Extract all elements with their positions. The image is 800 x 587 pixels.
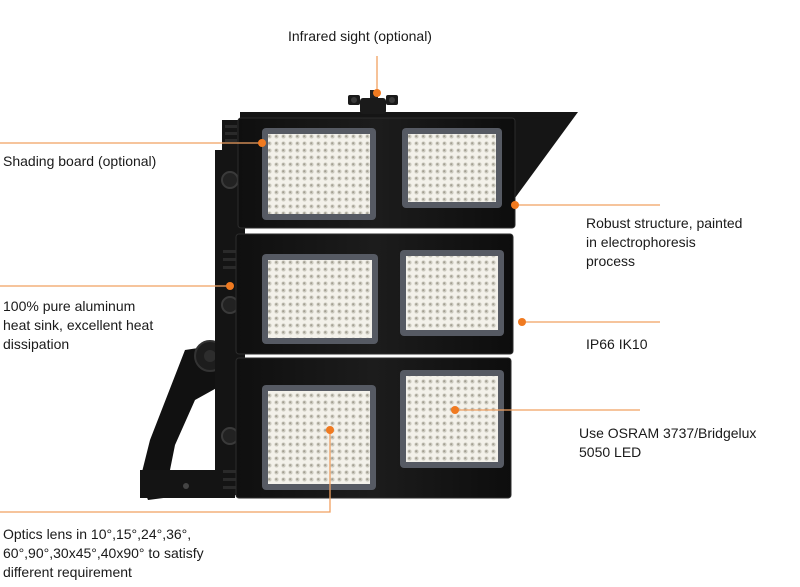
callout-line: 5050 LED [579,444,642,460]
led-panel-bottom-right [400,370,504,468]
callout-robust-structure: Robust structure, painted in electrophor… [586,214,742,271]
callout-line: in electrophoresis [586,234,696,250]
callout-markers [226,89,526,434]
leader-lines [0,56,660,513]
led-panel-middle-left [262,254,378,344]
callout-line: IP66 IK10 [586,336,648,352]
led-panel-bottom-left [262,385,376,490]
callout-infrared-sight: Infrared sight (optional) [288,27,432,46]
callout-line: Use OSRAM 3737/Bridgelux [579,425,757,441]
callout-line: Robust structure, painted [586,215,743,231]
marker-heatsink [226,282,234,290]
led-panel-top-right [402,128,502,208]
marker-infrared [373,89,381,97]
callout-shading-board: Shading board (optional) [3,152,156,171]
led-panel-middle-right [400,250,504,336]
marker-led [451,406,459,414]
callout-ip-rating: IP66 IK10 [586,335,648,354]
callout-line: heat sink, excellent heat [3,317,154,333]
marker-optics [326,426,334,434]
callout-line: different requirement [3,564,132,580]
marker-structure [511,201,519,209]
callout-line: 100% pure aluminum [3,298,136,314]
marker-ip-rating [518,318,526,326]
callout-optics-lens: Optics lens in 10°,15°,24°,36°, 60°,90°,… [3,525,204,582]
callout-line: Optics lens in 10°,15°,24°,36°, [3,526,192,542]
callout-line: process [586,253,636,269]
callout-heat-sink: 100% pure aluminum heat sink, excellent … [3,297,153,354]
leader-optics [0,430,331,513]
callout-line: Infrared sight (optional) [288,28,432,44]
callout-line: 60°,90°,30x45°,40x90° to satisfy [3,545,204,561]
infrared-sight [348,90,398,114]
callout-line: Shading board (optional) [3,153,157,169]
callout-line: dissipation [3,336,70,352]
callout-led-source: Use OSRAM 3737/Bridgelux 5050 LED [579,424,756,462]
led-panel-top-left [262,128,376,220]
marker-shading [258,139,266,147]
